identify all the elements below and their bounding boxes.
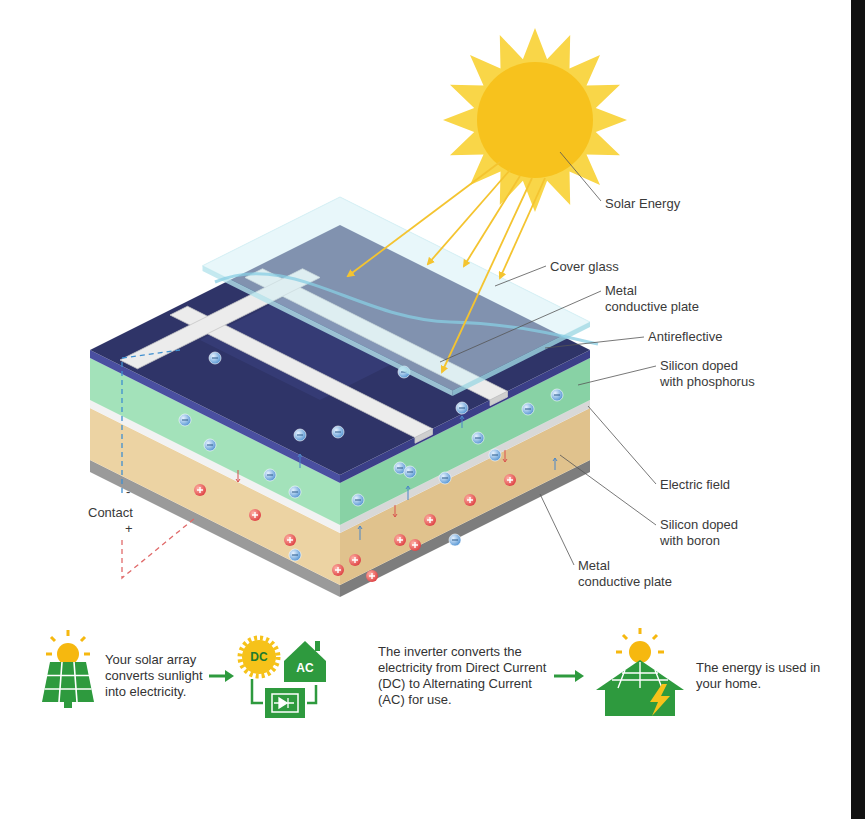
flow-arrow: [209, 670, 234, 682]
sun-disc: [477, 62, 593, 178]
glass-wave: [215, 274, 598, 344]
part-label: Solar Energy: [605, 196, 680, 212]
icon-tag: AC: [296, 662, 313, 674]
part-label: Silicon doped with phosphorus: [660, 358, 760, 390]
electron-minus: [182, 358, 560, 555]
drift-arrows: [236, 416, 557, 540]
part-label: Metal conductive plate: [578, 558, 674, 590]
light-ray: [442, 178, 532, 372]
icon-panel: [42, 662, 94, 702]
positive-wire: [122, 518, 195, 578]
leader-line: [440, 291, 601, 362]
leader-line: [545, 337, 644, 348]
leader-line: [588, 406, 656, 484]
part-label: Antireflective: [648, 329, 722, 345]
light-rays: [348, 162, 545, 372]
solar-array-icon: [42, 630, 94, 708]
icon-flow-line: [252, 679, 263, 703]
icon-sun: [629, 641, 651, 663]
icon-inverter-symbol: [274, 698, 294, 708]
electrons: [179, 352, 563, 561]
part-label: +: [125, 521, 133, 537]
icon-roof-panel: [612, 662, 668, 688]
glass-edge: [453, 322, 591, 396]
leader-line: [560, 152, 601, 201]
finger-edge: [415, 429, 433, 444]
part-label: Metal conductive plate: [605, 283, 701, 315]
light-ray: [500, 178, 545, 278]
icon-inverter-face: [272, 694, 298, 712]
icon-dc-burst: [240, 638, 278, 676]
edge-bar: [851, 0, 865, 819]
icon-chimney: [315, 641, 320, 651]
icon-tag: DC: [250, 651, 267, 663]
arrow-shaft: [209, 675, 225, 678]
glass-sheet: [203, 197, 591, 391]
holes: [194, 474, 516, 582]
arrow-head: [225, 670, 234, 682]
part-label: Silicon doped with boron: [660, 517, 760, 549]
icon-ac-house: [284, 641, 326, 682]
step-node: Your solar array converts sunlight into …: [30, 636, 205, 716]
part-label: Cover glass: [550, 259, 619, 275]
leader-line: [540, 494, 574, 565]
step-node: DC AC The inverter converts the electricit…: [238, 636, 550, 716]
icon-panel-grid: [45, 662, 92, 702]
icon-inverter-box: [265, 688, 305, 718]
hole-plus: [197, 477, 513, 579]
leader-line: [560, 455, 656, 525]
negative-wire: [122, 350, 180, 493]
light-ray: [348, 162, 500, 276]
home-icon: [596, 628, 684, 716]
part-label: Electric field: [660, 477, 730, 493]
icon-sun: [57, 643, 79, 665]
leader-lines: [440, 152, 656, 565]
step-text: Your solar array converts sunlight into …: [105, 652, 205, 701]
finger-edge: [490, 391, 508, 406]
step-node: The energy is used in your home.: [588, 636, 838, 716]
inverter-icon: [240, 638, 326, 718]
minus-mark: [182, 358, 560, 555]
glass-edge: [203, 266, 453, 396]
cover-glass: [203, 197, 599, 396]
down-arrow: [236, 450, 507, 517]
icon-roof: [596, 660, 684, 690]
leader-line: [495, 266, 546, 286]
part-label: Contact: [88, 505, 133, 521]
icon-house: [605, 689, 675, 716]
arrow-head: [575, 670, 584, 682]
up-arrow: [298, 416, 557, 540]
icon-flow-line: [307, 685, 316, 703]
leader-line: [578, 366, 656, 385]
step-text: The inverter converts the electricity fr…: [378, 644, 550, 709]
arrow-shaft: [554, 675, 575, 678]
part-label: -: [126, 484, 130, 500]
icon-bolt: [650, 684, 670, 716]
flow-arrow: [554, 670, 584, 682]
plus-mark: [197, 477, 513, 579]
step-text: The energy is used in your home.: [696, 660, 836, 693]
